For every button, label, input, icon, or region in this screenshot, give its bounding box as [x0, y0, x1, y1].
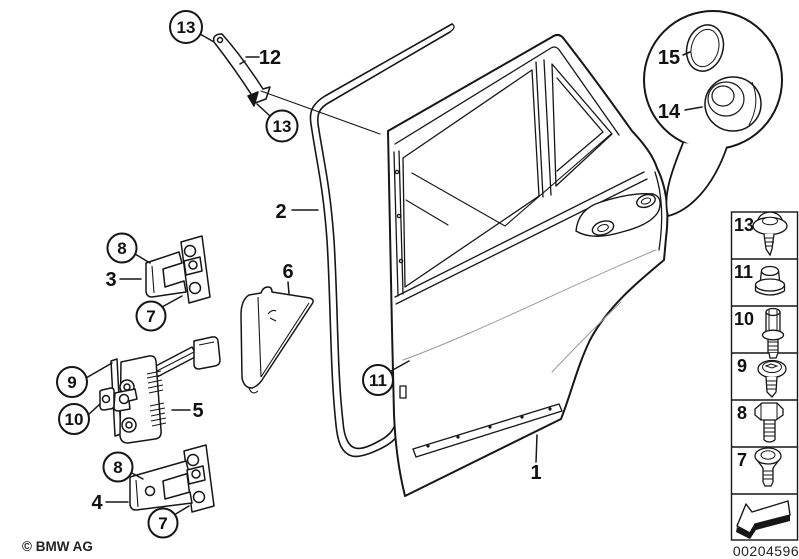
sidebar-label-11: 11	[734, 262, 753, 282]
sidebar-row-11[interactable]: 11	[734, 262, 786, 296]
balloon-13-upper[interactable]: 13	[169, 10, 203, 44]
balloon-7-upper[interactable]: 7	[135, 300, 167, 332]
bracket-drawing	[212, 33, 271, 107]
balloon-13-lower[interactable]: 13	[265, 109, 299, 143]
leader-lines	[85, 33, 703, 516]
balloon-9-label: 9	[67, 373, 76, 392]
label-blind-plug[interactable]: 15	[658, 47, 680, 69]
hex-bolt-icon	[754, 402, 784, 443]
quarter-window-inner	[556, 77, 604, 172]
glass-channel	[393, 150, 404, 297]
rear-edge-inner	[654, 171, 663, 251]
balloon-11[interactable]: 11	[362, 364, 394, 396]
balloon-7-lower-label: 7	[158, 514, 167, 533]
sidebar-row-7[interactable]: 7	[737, 447, 782, 487]
balloon-tail	[665, 142, 728, 217]
cap-nut-icon	[754, 265, 786, 296]
label-hinge-upper[interactable]: 3	[105, 269, 116, 291]
belt-line	[394, 171, 648, 305]
washer-head-screw-icon	[757, 359, 787, 398]
balloon-8-upper-label: 8	[117, 239, 126, 258]
balloon-10[interactable]: 10	[58, 403, 90, 435]
balloon-8-lower[interactable]: 8	[102, 451, 134, 483]
sidebar-label-8: 8	[737, 403, 747, 423]
balloon-8-upper[interactable]: 8	[106, 232, 138, 264]
label-grommet[interactable]: 14	[658, 101, 681, 123]
label-door-seal[interactable]: 2	[275, 201, 286, 223]
balloon-7-upper-label: 7	[146, 307, 155, 326]
sound-insulation-drawing	[240, 286, 314, 394]
balloon-8-lower-label: 8	[113, 458, 122, 477]
expansion-rivet-icon	[761, 307, 785, 359]
sidebar-label-7: 7	[737, 450, 747, 470]
sidebar-label-13: 13	[734, 215, 754, 235]
glass-reflection	[405, 133, 612, 227]
balloon-callouts: 13 13 8 7 9 10 8 7	[56, 10, 394, 539]
label-door[interactable]: 1	[530, 462, 541, 484]
copyright-notice: © BMW AG	[22, 539, 93, 554]
balloon-13-upper-label: 13	[177, 18, 196, 37]
label-sound-insulation[interactable]: 6	[282, 261, 293, 283]
door-crease	[402, 249, 657, 361]
pan-head-screw-icon	[752, 211, 788, 257]
quarter-window	[551, 63, 613, 187]
label-bracket[interactable]: 12	[259, 47, 281, 69]
direction-arrow-cell	[736, 500, 791, 539]
sidebar-row-8[interactable]: 8	[737, 402, 784, 443]
label-hinge-lower[interactable]: 4	[91, 492, 103, 514]
sidebar-label-10: 10	[734, 309, 754, 329]
door-handle-recess	[575, 192, 661, 237]
balloon-9[interactable]: 9	[56, 366, 88, 398]
balloon-13-lower-label: 13	[273, 117, 292, 136]
balloon-7-lower[interactable]: 7	[147, 507, 179, 539]
lower-hinge-drawing	[129, 444, 215, 513]
fastener-sidebar: 13 11 10	[730, 211, 799, 559]
sidebar-label-9: 9	[737, 356, 747, 376]
countersunk-screw-icon	[754, 447, 782, 487]
side-molding	[412, 403, 563, 458]
rear-door-drawing	[387, 33, 669, 497]
part-labels: 1 2 3 4 5 6 12 14 15	[91, 47, 681, 514]
door-check-drawing	[99, 336, 221, 444]
sidebar-row-13[interactable]: 13	[734, 211, 788, 257]
balloon-10-label: 10	[65, 410, 84, 429]
window-divider	[535, 59, 552, 198]
detail-balloon	[643, 10, 783, 217]
arch-crease	[551, 301, 622, 373]
sidebar-row-10[interactable]: 10	[734, 307, 785, 359]
window-frame-inner	[394, 46, 620, 145]
diagram-number: 00204596	[733, 543, 799, 559]
door-outline	[387, 33, 669, 497]
sidebar-row-9[interactable]: 9	[737, 356, 787, 398]
check-slot	[399, 385, 407, 399]
upper-hinge-drawing	[145, 235, 211, 304]
balloon-11-label: 11	[369, 371, 387, 390]
label-door-check[interactable]: 5	[192, 400, 203, 422]
